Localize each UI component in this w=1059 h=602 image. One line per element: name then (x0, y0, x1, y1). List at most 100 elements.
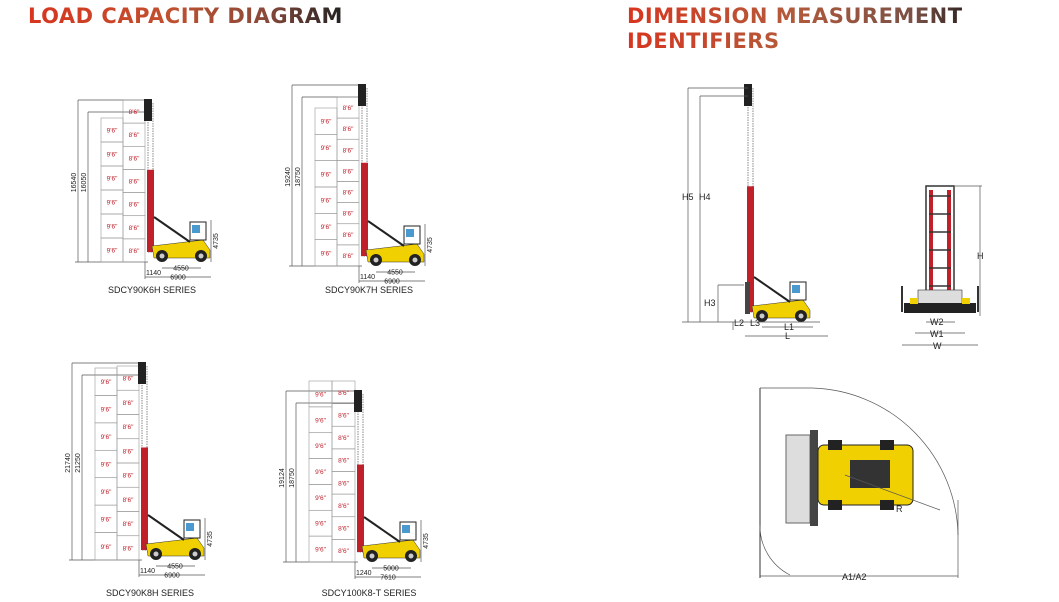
mast-red-section (357, 464, 364, 552)
model-caption-2: SDCY90K7H SERIES (324, 285, 414, 295)
container-label: 9'6" (315, 521, 326, 528)
lift-cylinder (153, 216, 191, 243)
l1-label: L1 (784, 322, 794, 332)
container-label: 9'6" (315, 417, 326, 424)
w2-label: W2 (930, 317, 944, 327)
cab-window (402, 525, 410, 533)
cab-height-label: 4735 (207, 531, 214, 547)
container-label: 8'6" (338, 412, 349, 419)
rear-hub (192, 551, 198, 557)
rear-hub (798, 313, 804, 319)
wheelbase-label: 4550 (387, 270, 403, 277)
spreader-head (354, 390, 362, 412)
rear-hub (412, 257, 418, 263)
container-label: 9'6" (101, 434, 112, 441)
engine-top (850, 460, 890, 488)
h5-label: H5 (682, 192, 694, 202)
container-label: 9'6" (101, 379, 112, 386)
container-label: 8'6" (343, 211, 354, 218)
spreader-head (144, 99, 152, 121)
front-hub (153, 551, 159, 557)
inner-height-label: 21250 (75, 453, 82, 473)
mast-red-section (147, 169, 154, 252)
container-label: 9'6" (321, 119, 332, 126)
top-dimension-view: RA1/A2 (759, 387, 959, 582)
container-label: 8'6" (129, 225, 140, 232)
front-overhang-label: 1140 (140, 568, 155, 575)
container-right (331, 539, 356, 563)
front-light-right (962, 298, 970, 304)
container-label: 9'6" (107, 128, 118, 135)
container-label: 9'6" (315, 443, 326, 450)
wheel-top-2 (828, 500, 842, 510)
cab-height-label: 4735 (213, 233, 220, 249)
mast-red-section (747, 186, 754, 312)
front-mast-rail-right (947, 190, 951, 305)
container-label: 8'6" (123, 497, 134, 504)
length-label: 6900 (164, 573, 180, 580)
container-label: 9'6" (101, 544, 112, 551)
w-label: W (933, 341, 942, 351)
container-label: 8'6" (123, 400, 134, 407)
front-mast-rail-left (929, 190, 933, 305)
cab-window (192, 225, 200, 233)
wheelbase-label: 5000 (383, 566, 399, 573)
turning-arc (811, 387, 959, 536)
container-label: 9'6" (321, 171, 332, 178)
container-label: 8'6" (129, 202, 140, 209)
container-label: 8'6" (123, 521, 134, 528)
inner-height-label: 18750 (295, 167, 302, 187)
container-label: 8'6" (123, 376, 134, 383)
container-label: 8'6" (338, 390, 349, 397)
cab-height-label: 4735 (423, 533, 430, 549)
container-label: 9'6" (321, 250, 332, 257)
container-right (122, 238, 146, 263)
container-label: 9'6" (321, 145, 332, 152)
container-label: 8'6" (338, 435, 349, 442)
wheel-top-1 (828, 440, 842, 450)
model-caption-4: SDCY100K8-T SERIES (321, 588, 417, 598)
container-label: 9'6" (101, 516, 112, 523)
front-hub (759, 313, 765, 319)
front-overhang-label: 1240 (356, 570, 372, 577)
container-label: 8'6" (343, 190, 354, 197)
outer-height-label: 16540 (71, 173, 78, 193)
container-label: 8'6" (338, 480, 349, 487)
container-label: 8'6" (129, 132, 140, 139)
container-label: 9'6" (107, 152, 118, 159)
cab-height-label: 4735 (427, 237, 434, 253)
container-label: 9'6" (101, 462, 112, 469)
container-label: 9'6" (101, 489, 112, 496)
lift-cylinder (753, 276, 791, 303)
length-label: 7610 (380, 575, 396, 582)
container-label: 8'6" (343, 168, 354, 175)
h4-label: H4 (699, 192, 711, 202)
wheel-top-3 (880, 440, 894, 450)
l2-label: L2 (734, 318, 744, 328)
h-label: H (977, 251, 984, 261)
mast-red-section (141, 447, 148, 550)
outer-height-label: 21740 (65, 453, 72, 473)
container-label: 9'6" (107, 224, 118, 231)
inner-height-label: 18750 (289, 468, 296, 488)
front-axle (904, 303, 976, 313)
inner-arc (759, 524, 791, 576)
rear-hub (198, 253, 204, 259)
container-label: 8'6" (343, 105, 354, 112)
container-label: 8'6" (123, 473, 134, 480)
container-label: 8'6" (343, 147, 354, 154)
lift-cylinder (147, 514, 185, 541)
length-label: 6900 (384, 279, 400, 286)
model-caption-1: SDCY90K6H SERIES (107, 285, 197, 295)
fork-carriage (745, 282, 750, 314)
container-label: 8'6" (129, 179, 140, 186)
a-label: A1/A2 (842, 572, 867, 582)
container-label: 9'6" (321, 198, 332, 205)
front-hub (369, 553, 375, 559)
